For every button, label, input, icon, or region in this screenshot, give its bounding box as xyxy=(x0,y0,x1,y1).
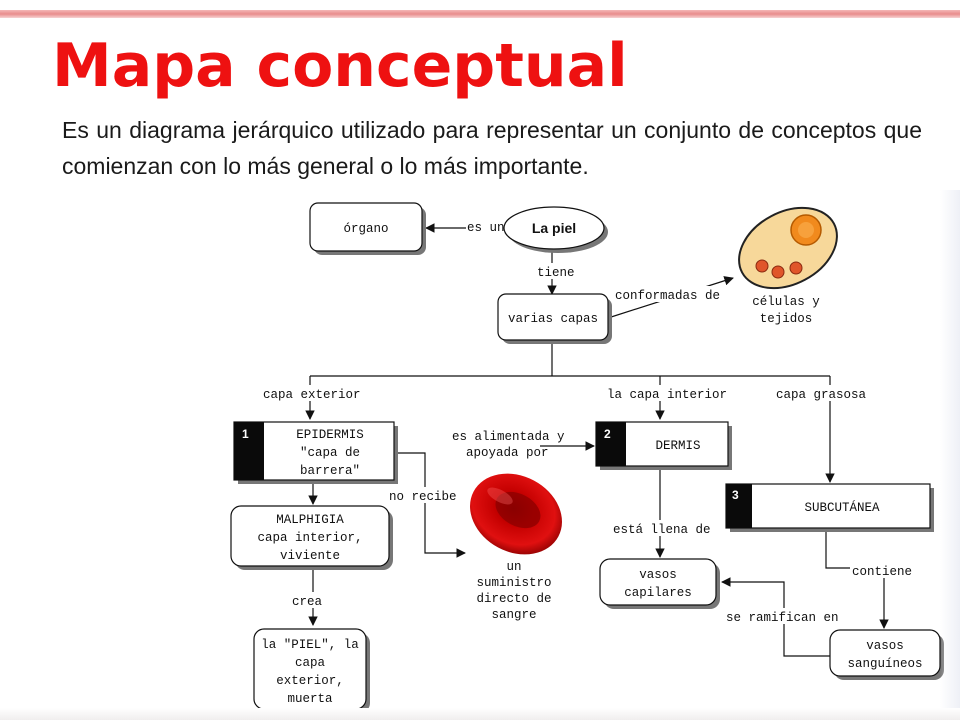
svg-text:capa: capa xyxy=(295,656,326,670)
svg-text:DERMIS: DERMIS xyxy=(655,439,700,453)
svg-text:SUBCUTÁNEA: SUBCUTÁNEA xyxy=(804,500,880,515)
svg-text:barrera": barrera" xyxy=(300,464,360,478)
svg-text:MALPHIGIA: MALPHIGIA xyxy=(276,513,344,527)
node-vasos-capilares: vasos capilares xyxy=(599,558,720,609)
node-varias-capas: varias capas xyxy=(497,293,612,344)
node-organo: órgano xyxy=(309,202,426,255)
slide-intro-text: Es un diagrama jerárquico utilizado para… xyxy=(62,117,922,179)
svg-text:la "PIEL", la: la "PIEL", la xyxy=(261,638,359,652)
node-suministro-line4: sangre xyxy=(491,608,536,622)
svg-text:sanguíneos: sanguíneos xyxy=(847,657,922,671)
red-blood-cell-illustration xyxy=(470,473,562,555)
svg-text:EPIDERMIS: EPIDERMIS xyxy=(296,428,364,442)
node-dermis: 2 DERMIS xyxy=(595,421,732,470)
top-accent-bar xyxy=(0,10,960,18)
label-es-un: es un xyxy=(467,221,505,235)
svg-text:varias capas: varias capas xyxy=(508,312,598,326)
label-capa-grasosa: capa grasosa xyxy=(776,388,867,402)
label-alimentada-1: es alimentada y xyxy=(452,430,565,444)
label-no-recibe: no recibe xyxy=(389,490,457,504)
svg-text:vasos: vasos xyxy=(639,568,677,582)
node-malphigia: MALPHIGIA capa interior, viviente xyxy=(230,505,393,570)
svg-text:capilares: capilares xyxy=(624,586,692,600)
node-subcutanea: 3 SUBCUTÁNEA xyxy=(725,483,934,532)
label-crea: crea xyxy=(292,595,323,609)
node-suministro-line1: un xyxy=(506,560,521,574)
slide-title: Mapa conceptual xyxy=(52,31,628,101)
svg-text:"capa de: "capa de xyxy=(300,446,360,460)
node-suministro-line2: suministro xyxy=(476,576,551,590)
right-edge-shade xyxy=(940,190,960,710)
label-esta-llena: está llena de xyxy=(613,523,711,537)
node-vasos-sanguineos: vasos sanguíneos xyxy=(829,629,944,680)
svg-text:capa interior,: capa interior, xyxy=(257,531,362,545)
node-suministro-line3: directo de xyxy=(476,592,551,606)
node-celulas-line2: tejidos xyxy=(760,312,813,326)
svg-text:2: 2 xyxy=(604,427,611,441)
svg-text:exterior,: exterior, xyxy=(276,674,344,688)
node-celulas-line1: células y xyxy=(752,295,820,309)
link-labels: es un tiene conformadas de capa exterior… xyxy=(262,218,918,625)
label-capa-interior: la capa interior xyxy=(607,388,727,402)
node-epidermis: 1 EPIDERMIS "capa de barrera" xyxy=(233,421,398,484)
svg-text:órgano: órgano xyxy=(343,222,388,236)
svg-text:1: 1 xyxy=(242,427,249,441)
svg-text:muerta: muerta xyxy=(287,692,333,706)
label-se-ramifican: se ramifican en xyxy=(726,611,839,625)
label-alimentada-2: apoyada por xyxy=(466,446,549,460)
svg-text:vasos: vasos xyxy=(866,639,904,653)
svg-text:3: 3 xyxy=(732,488,739,502)
svg-text:viviente: viviente xyxy=(280,549,340,563)
svg-text:La piel: La piel xyxy=(532,220,576,236)
label-tiene: tiene xyxy=(537,266,575,280)
label-conformadas: conformadas de xyxy=(615,289,720,303)
node-la-piel: La piel xyxy=(503,206,608,253)
node-piel-exterior: la "PIEL", la capa exterior, muerta xyxy=(253,628,370,713)
cell-illustration xyxy=(738,206,838,290)
label-contiene: contiene xyxy=(852,565,912,579)
label-capa-exterior: capa exterior xyxy=(263,388,361,402)
bottom-edge-shade xyxy=(0,708,960,720)
